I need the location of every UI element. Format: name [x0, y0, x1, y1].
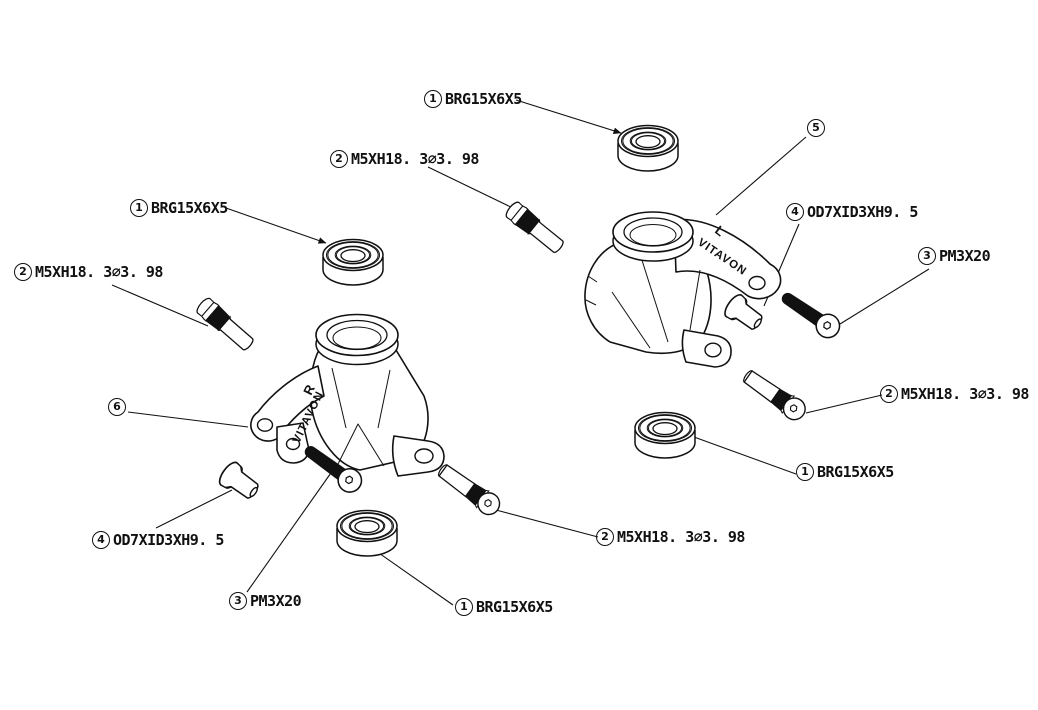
bushing-left	[215, 458, 265, 506]
facet-lines	[585, 253, 701, 349]
facet-lines	[331, 367, 391, 467]
bore-depth-ring	[332, 326, 382, 350]
arm-hole	[748, 275, 766, 291]
part-label-knuckle-left: 5	[807, 119, 828, 137]
bearing-right	[634, 411, 696, 459]
steering-knuckle-left-part: L VITAVON	[584, 211, 782, 368]
balloon-number: 2	[14, 263, 32, 281]
balloon-number: 1	[424, 90, 442, 108]
leader-lines	[111, 99, 930, 606]
bore-depth-ring	[629, 224, 677, 246]
part-label-text: BRG15X6X5	[151, 199, 228, 217]
balloon-number: 1	[130, 199, 148, 217]
part-label-text: M5XH18. 3∅3. 98	[617, 528, 745, 546]
kingpin-screw-right	[739, 365, 811, 425]
pm3x20-screw-right	[775, 285, 845, 343]
part-label-text: M5XH18. 3∅3. 98	[901, 385, 1029, 403]
part-label-text: BRG15X6X5	[476, 598, 553, 616]
clevis-hole-left	[285, 437, 301, 451]
part-label-text: OD7XID3XH9. 5	[113, 531, 224, 549]
part-label-text: OD7XID3XH9. 5	[807, 203, 918, 221]
balloon-number: 1	[796, 463, 814, 481]
balloon-number: 2	[596, 528, 614, 546]
bearing-left	[322, 238, 384, 286]
clevis-hole-right	[414, 448, 434, 464]
part-label-text: M5XH18. 3∅3. 98	[351, 150, 479, 168]
arm-hole	[256, 418, 274, 432]
balloon-number: 3	[229, 592, 247, 610]
part-label-text: BRG15X6X5	[817, 463, 894, 481]
balloon-number: 5	[807, 119, 825, 137]
part-label-knuckle-right: 6	[108, 398, 129, 416]
balloon-number: 1	[455, 598, 473, 616]
balloon-number: 2	[880, 385, 898, 403]
balloon-number: 6	[108, 398, 126, 416]
part-label-text: PM3X20	[939, 247, 991, 265]
kingpin-screw-top	[502, 199, 568, 257]
balloon-number: 3	[918, 247, 936, 265]
balloon-number: 4	[92, 531, 110, 549]
clevis-hole	[704, 342, 722, 358]
steering-knuckle-right-part: R VITAVON	[250, 313, 445, 477]
part-label-text: PM3X20	[250, 592, 302, 610]
part-label-text: BRG15X6X5	[445, 90, 522, 108]
balloon-number: 4	[786, 203, 804, 221]
bearing-top	[617, 124, 679, 172]
kingpin-screw-bottom	[433, 459, 505, 520]
part-label-text: M5XH18. 3∅3. 98	[35, 263, 163, 281]
balloon-number: 2	[330, 150, 348, 168]
bearing-bottom-center	[336, 509, 398, 557]
